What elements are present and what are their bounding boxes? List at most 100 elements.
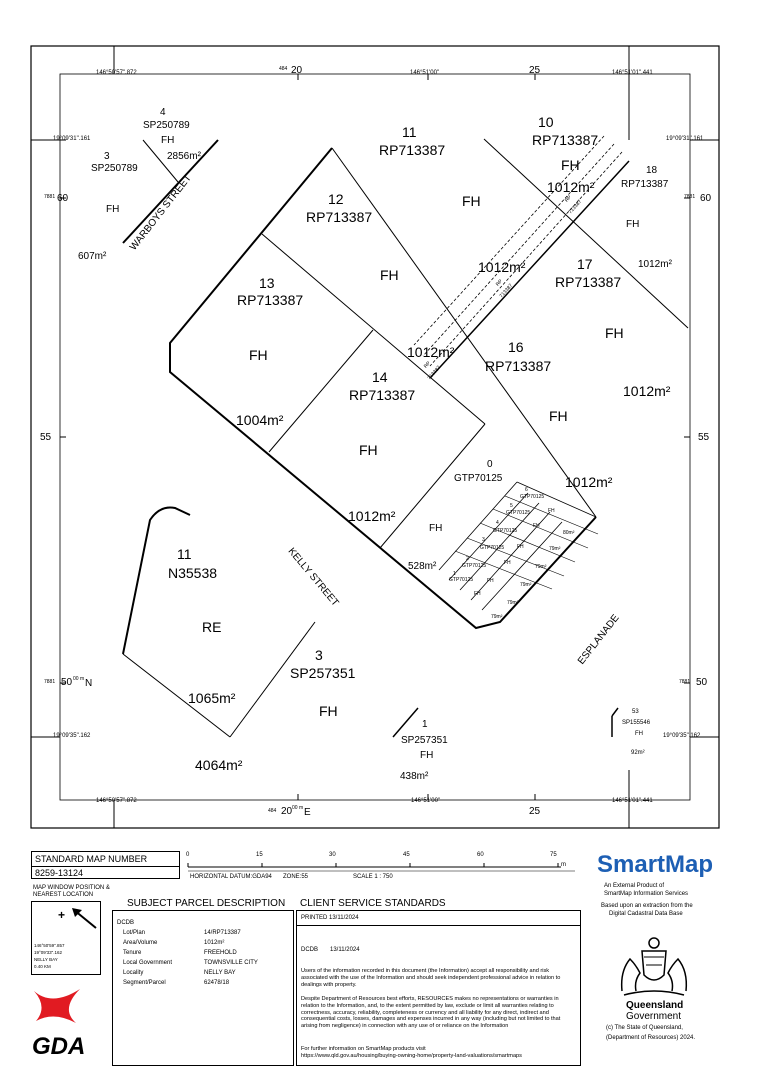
subject-row-label: Local Government bbox=[123, 960, 173, 966]
grid-ticks bbox=[31, 46, 719, 828]
scale-tick-75: 75 bbox=[550, 852, 557, 858]
north-right-small: 7881 bbox=[684, 194, 696, 200]
gda-logo-icon bbox=[34, 989, 80, 1023]
gtp-lot-5-plan: GTP70125 bbox=[506, 510, 531, 516]
parcel-0-tenure: FH bbox=[429, 523, 443, 534]
easting-top-25: 25 bbox=[529, 65, 541, 76]
printed-date: PRINTED 13/11/2024 bbox=[301, 915, 359, 921]
smartmap-brand: SmartMap bbox=[597, 851, 714, 878]
parcel-17-plan: RP713387 bbox=[555, 274, 622, 290]
parcel-14-plan: RP713387 bbox=[349, 387, 416, 403]
gtp-lot-6-area: 80m² bbox=[563, 530, 575, 536]
grid-left-55: 55 bbox=[40, 432, 52, 443]
north-left-small: 7881 bbox=[44, 194, 56, 200]
scale-tick-30: 30 bbox=[329, 852, 336, 858]
parcel-1-tenure: FH bbox=[420, 750, 434, 761]
gtp-lot-5-tenure: FH bbox=[533, 523, 540, 529]
north-left-small-b: 7881 bbox=[44, 679, 56, 685]
parcel-1-lot: 1 bbox=[422, 719, 428, 730]
parcel-16-lot: 16 bbox=[508, 339, 524, 355]
coord-bottom-mid: 146°51'00" bbox=[411, 798, 441, 804]
subject-row-value: FREEHOLD bbox=[204, 950, 237, 956]
parcel-14-tenure: FH bbox=[359, 442, 378, 458]
window-line-4: 0.40 KM bbox=[34, 964, 51, 969]
parcel-14-area: 1012m² bbox=[348, 508, 396, 524]
map-outer-frame bbox=[30, 45, 720, 829]
subject-box: DCDB Lot/Plan 14/RP713387 Area/Volume 10… bbox=[112, 910, 294, 1066]
window-line-3: NELLY BAY bbox=[34, 957, 58, 962]
gtp-lot-3-tenure: FH bbox=[504, 560, 511, 566]
parcel-10-area: 1012m² bbox=[547, 179, 595, 195]
gtp-lot-1-tenure: FH bbox=[474, 591, 481, 597]
lat-left-top: 19°09'31".161 bbox=[53, 136, 91, 142]
subject-row-label: Area/Volume bbox=[123, 940, 158, 946]
gtp-lot-6-no: 6 bbox=[525, 487, 528, 493]
direction-arrow-icon bbox=[72, 908, 97, 929]
gtp-lot-4-tenure: FH bbox=[517, 544, 524, 550]
disclaimer-2: Despite Department of Resources best eff… bbox=[301, 996, 561, 1030]
parcel-3b-lot: 3 bbox=[315, 647, 323, 663]
parcel-easement-area: 1012m² bbox=[407, 344, 455, 360]
scale-tick-15: 15 bbox=[256, 852, 263, 858]
parcel-53-lot: 53 bbox=[632, 709, 639, 715]
parcel-boundaries bbox=[122, 135, 689, 738]
parcel-12-plan: RP713387 bbox=[306, 209, 373, 225]
parcel-18-tenure: FH bbox=[626, 219, 640, 230]
parcel-3a-plan: SP250789 bbox=[91, 163, 138, 174]
parcel-0-lot: 0 bbox=[487, 459, 493, 470]
parcel-11b-tenure: RE bbox=[202, 619, 222, 635]
subject-row-label: Locality bbox=[123, 970, 144, 976]
scale-bar bbox=[187, 863, 575, 872]
subject-title: SUBJECT PARCEL DESCRIPTION bbox=[127, 898, 286, 909]
parcel-3b-area: 4064m² bbox=[195, 757, 243, 773]
parcel-11b-lot: 11 bbox=[177, 546, 192, 562]
parcel-13-area: 1004m² bbox=[236, 412, 284, 428]
qld-gov-line-2: Government bbox=[626, 1011, 682, 1022]
parcel-11b-area: 1065m² bbox=[188, 690, 236, 706]
north-left-50: 50 bbox=[61, 677, 73, 688]
parcel-1-plan: SP257351 bbox=[401, 735, 448, 746]
gtp-lot-2-plan: GTP70125 bbox=[462, 563, 487, 569]
lat-right-top: 19°09'31".161 bbox=[666, 136, 704, 142]
gtp-lot-3-plan: GTP70125 bbox=[480, 545, 505, 551]
subject-row-value: 62478/18 bbox=[204, 980, 230, 986]
gda-logo-text: GDA bbox=[32, 1033, 86, 1060]
grid-right-55: 55 bbox=[698, 432, 710, 443]
client-title: CLIENT SERVICE STANDARDS bbox=[300, 898, 446, 909]
coord-top-right: 146°51'01".441 bbox=[612, 70, 653, 76]
window-position-box: + 146°50'59".857 19°09'33".162 NELLY BAY… bbox=[31, 901, 101, 975]
gtp-lot-1-area: 79m² bbox=[491, 614, 503, 620]
parcel-3b-plan: SP257351 bbox=[290, 665, 356, 681]
scale-tick-60: 60 bbox=[477, 852, 484, 858]
brand-sub-3: Based upon an extraction from the bbox=[601, 903, 693, 909]
parcel-3a-area: 607m² bbox=[78, 251, 107, 262]
parcel-1-area: 438m² bbox=[400, 771, 429, 782]
parcel-3a-lot: 3 bbox=[104, 151, 110, 162]
subject-dcdb: DCDB bbox=[117, 920, 135, 926]
gtp-lot-3-no: 3 bbox=[482, 537, 485, 543]
parcel-4-lot: 4 bbox=[160, 107, 166, 118]
gtp-lot-4-area: 79m² bbox=[535, 564, 547, 570]
parcel-4-area: 2856m² bbox=[167, 151, 201, 162]
scale-ratio: SCALE 1 : 750 bbox=[353, 874, 393, 880]
further-url[interactable]: https://www.qld.gov.au/housing/buying-ow… bbox=[301, 1053, 522, 1059]
zone: ZONE:55 bbox=[283, 874, 309, 880]
brand-sub-2: SmartMap Information Services bbox=[604, 891, 689, 897]
map-inner-frame bbox=[59, 73, 691, 801]
coord-top-mid: 146°51'00" bbox=[410, 70, 440, 76]
subject-row-value: 14/RP713387 bbox=[204, 930, 241, 936]
parcel-17-lot: 17 bbox=[577, 256, 593, 272]
easting-bottom-m: 00 m bbox=[292, 805, 304, 811]
brand-sub-1: An External Product of bbox=[604, 883, 665, 889]
coord-bottom-right: 146°51'01".441 bbox=[612, 798, 653, 804]
coord-top-left: 146°50'57".872 bbox=[96, 70, 137, 76]
brand-sub-4: Digital Cadastral Data Base bbox=[609, 911, 683, 917]
gtp-lot-2-tenure: FH bbox=[487, 578, 494, 584]
parcel-18-plan: RP713387 bbox=[621, 179, 669, 190]
disclaimer-1: Users of the information recorded in thi… bbox=[301, 968, 561, 988]
scale-unit: m bbox=[561, 862, 566, 868]
parcel-0-area: 528m² bbox=[408, 561, 437, 572]
parcel-11b-plan: N35538 bbox=[168, 565, 218, 581]
window-line-1: 146°50'59".857 bbox=[34, 943, 65, 948]
